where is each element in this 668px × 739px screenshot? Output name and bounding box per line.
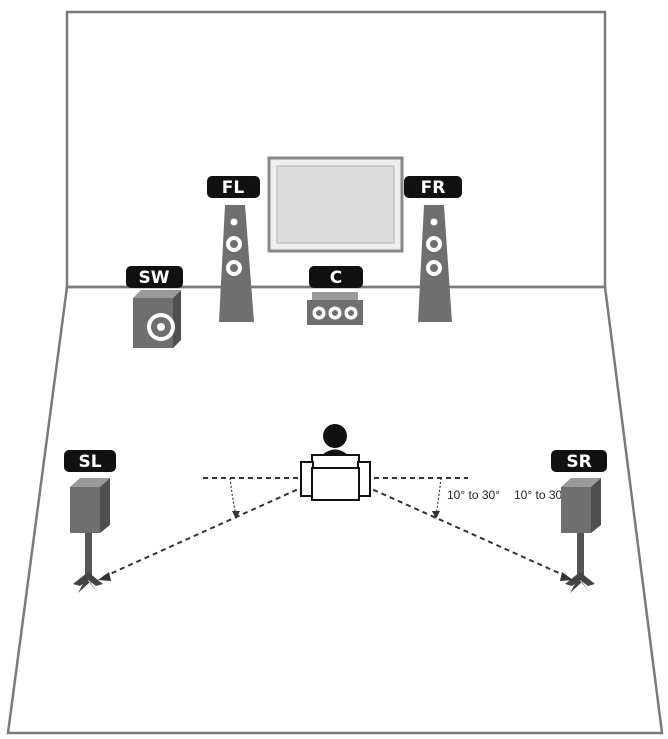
speaker-label-badge bbox=[126, 266, 183, 288]
listening-angle-lines bbox=[100, 477, 571, 579]
surround-right-speaker: SR bbox=[551, 450, 607, 593]
surround-right-label: SR bbox=[566, 452, 591, 472]
speaker-label-badge bbox=[309, 266, 363, 288]
front-right-speaker: FR bbox=[404, 176, 462, 322]
front-left-label: FL bbox=[222, 178, 245, 198]
left-angle-label: 10° to 30° bbox=[447, 488, 500, 502]
speaker-label-badge bbox=[207, 176, 260, 198]
speaker-label-badge bbox=[64, 450, 116, 472]
speaker-label-badge bbox=[404, 176, 462, 198]
right-angle-label: 10° to 30° bbox=[514, 488, 567, 502]
surround-left-label: SL bbox=[78, 452, 101, 472]
center-label: C bbox=[330, 268, 342, 288]
listener-head bbox=[323, 424, 347, 448]
listener-seat bbox=[300, 424, 371, 501]
right-surround-line bbox=[364, 485, 571, 579]
chair-back bbox=[311, 454, 360, 470]
left-surround-line bbox=[100, 485, 306, 579]
subwoofer-label: SW bbox=[139, 268, 170, 288]
speaker-label-badge bbox=[551, 450, 607, 472]
subwoofer: SW bbox=[126, 266, 183, 348]
front-right-label: FR bbox=[421, 178, 446, 198]
surround-left-speaker: SL bbox=[64, 450, 116, 593]
front-left-speaker: FL bbox=[207, 176, 260, 322]
tv-screen bbox=[267, 156, 404, 253]
room-outline bbox=[6, 10, 664, 735]
chair-seat bbox=[311, 467, 360, 501]
center-speaker: C bbox=[307, 266, 363, 325]
